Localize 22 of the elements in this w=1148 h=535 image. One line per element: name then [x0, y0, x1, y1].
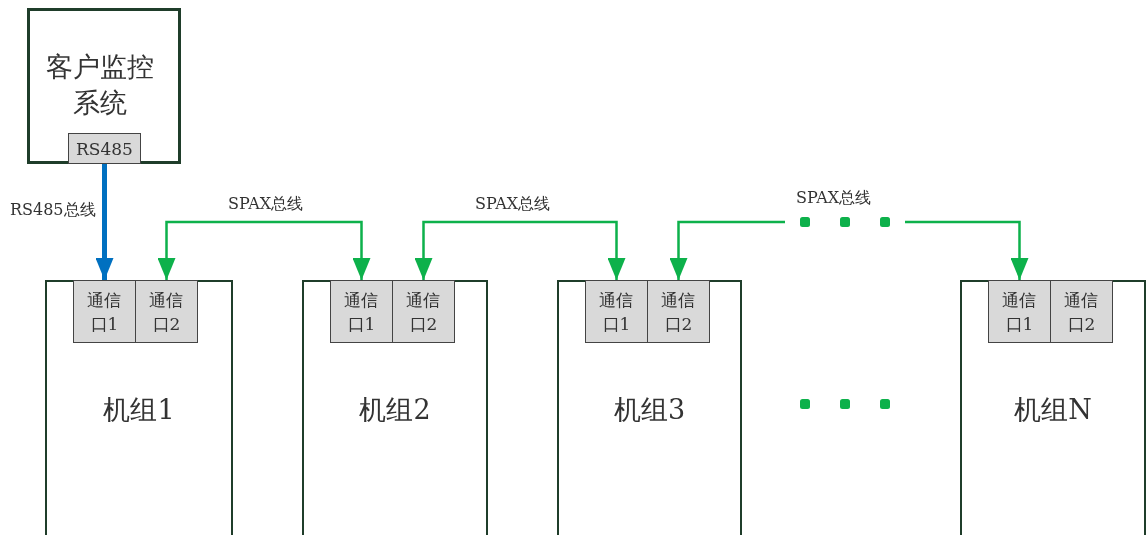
unit-box — [45, 280, 233, 535]
unit-label: 机组1 — [102, 393, 176, 427]
port-box: RS485 — [68, 133, 141, 164]
arrow — [157, 220, 371, 280]
unit-label: 机组3 — [612, 393, 687, 427]
system-box — [27, 8, 181, 164]
port-box: 通信口1 — [988, 280, 1051, 343]
arrow — [95, 164, 114, 280]
port-box: 通信口2 — [647, 280, 710, 343]
port-box: 通信口2 — [135, 280, 198, 343]
port-box: 通信口1 — [330, 280, 393, 343]
arrow — [414, 220, 626, 280]
unit-label: 机组N — [1013, 393, 1093, 427]
system-label: 客户监控系统 — [45, 50, 155, 120]
port-box: 通信口1 — [73, 280, 136, 343]
unit-box — [557, 280, 742, 535]
port-box: 通信口1 — [585, 280, 648, 343]
unit-box — [302, 280, 488, 535]
port-box: 通信口2 — [1050, 280, 1113, 343]
port-box: 通信口2 — [392, 280, 455, 343]
unit-label: 机组2 — [358, 393, 432, 427]
unit-box — [960, 280, 1146, 535]
